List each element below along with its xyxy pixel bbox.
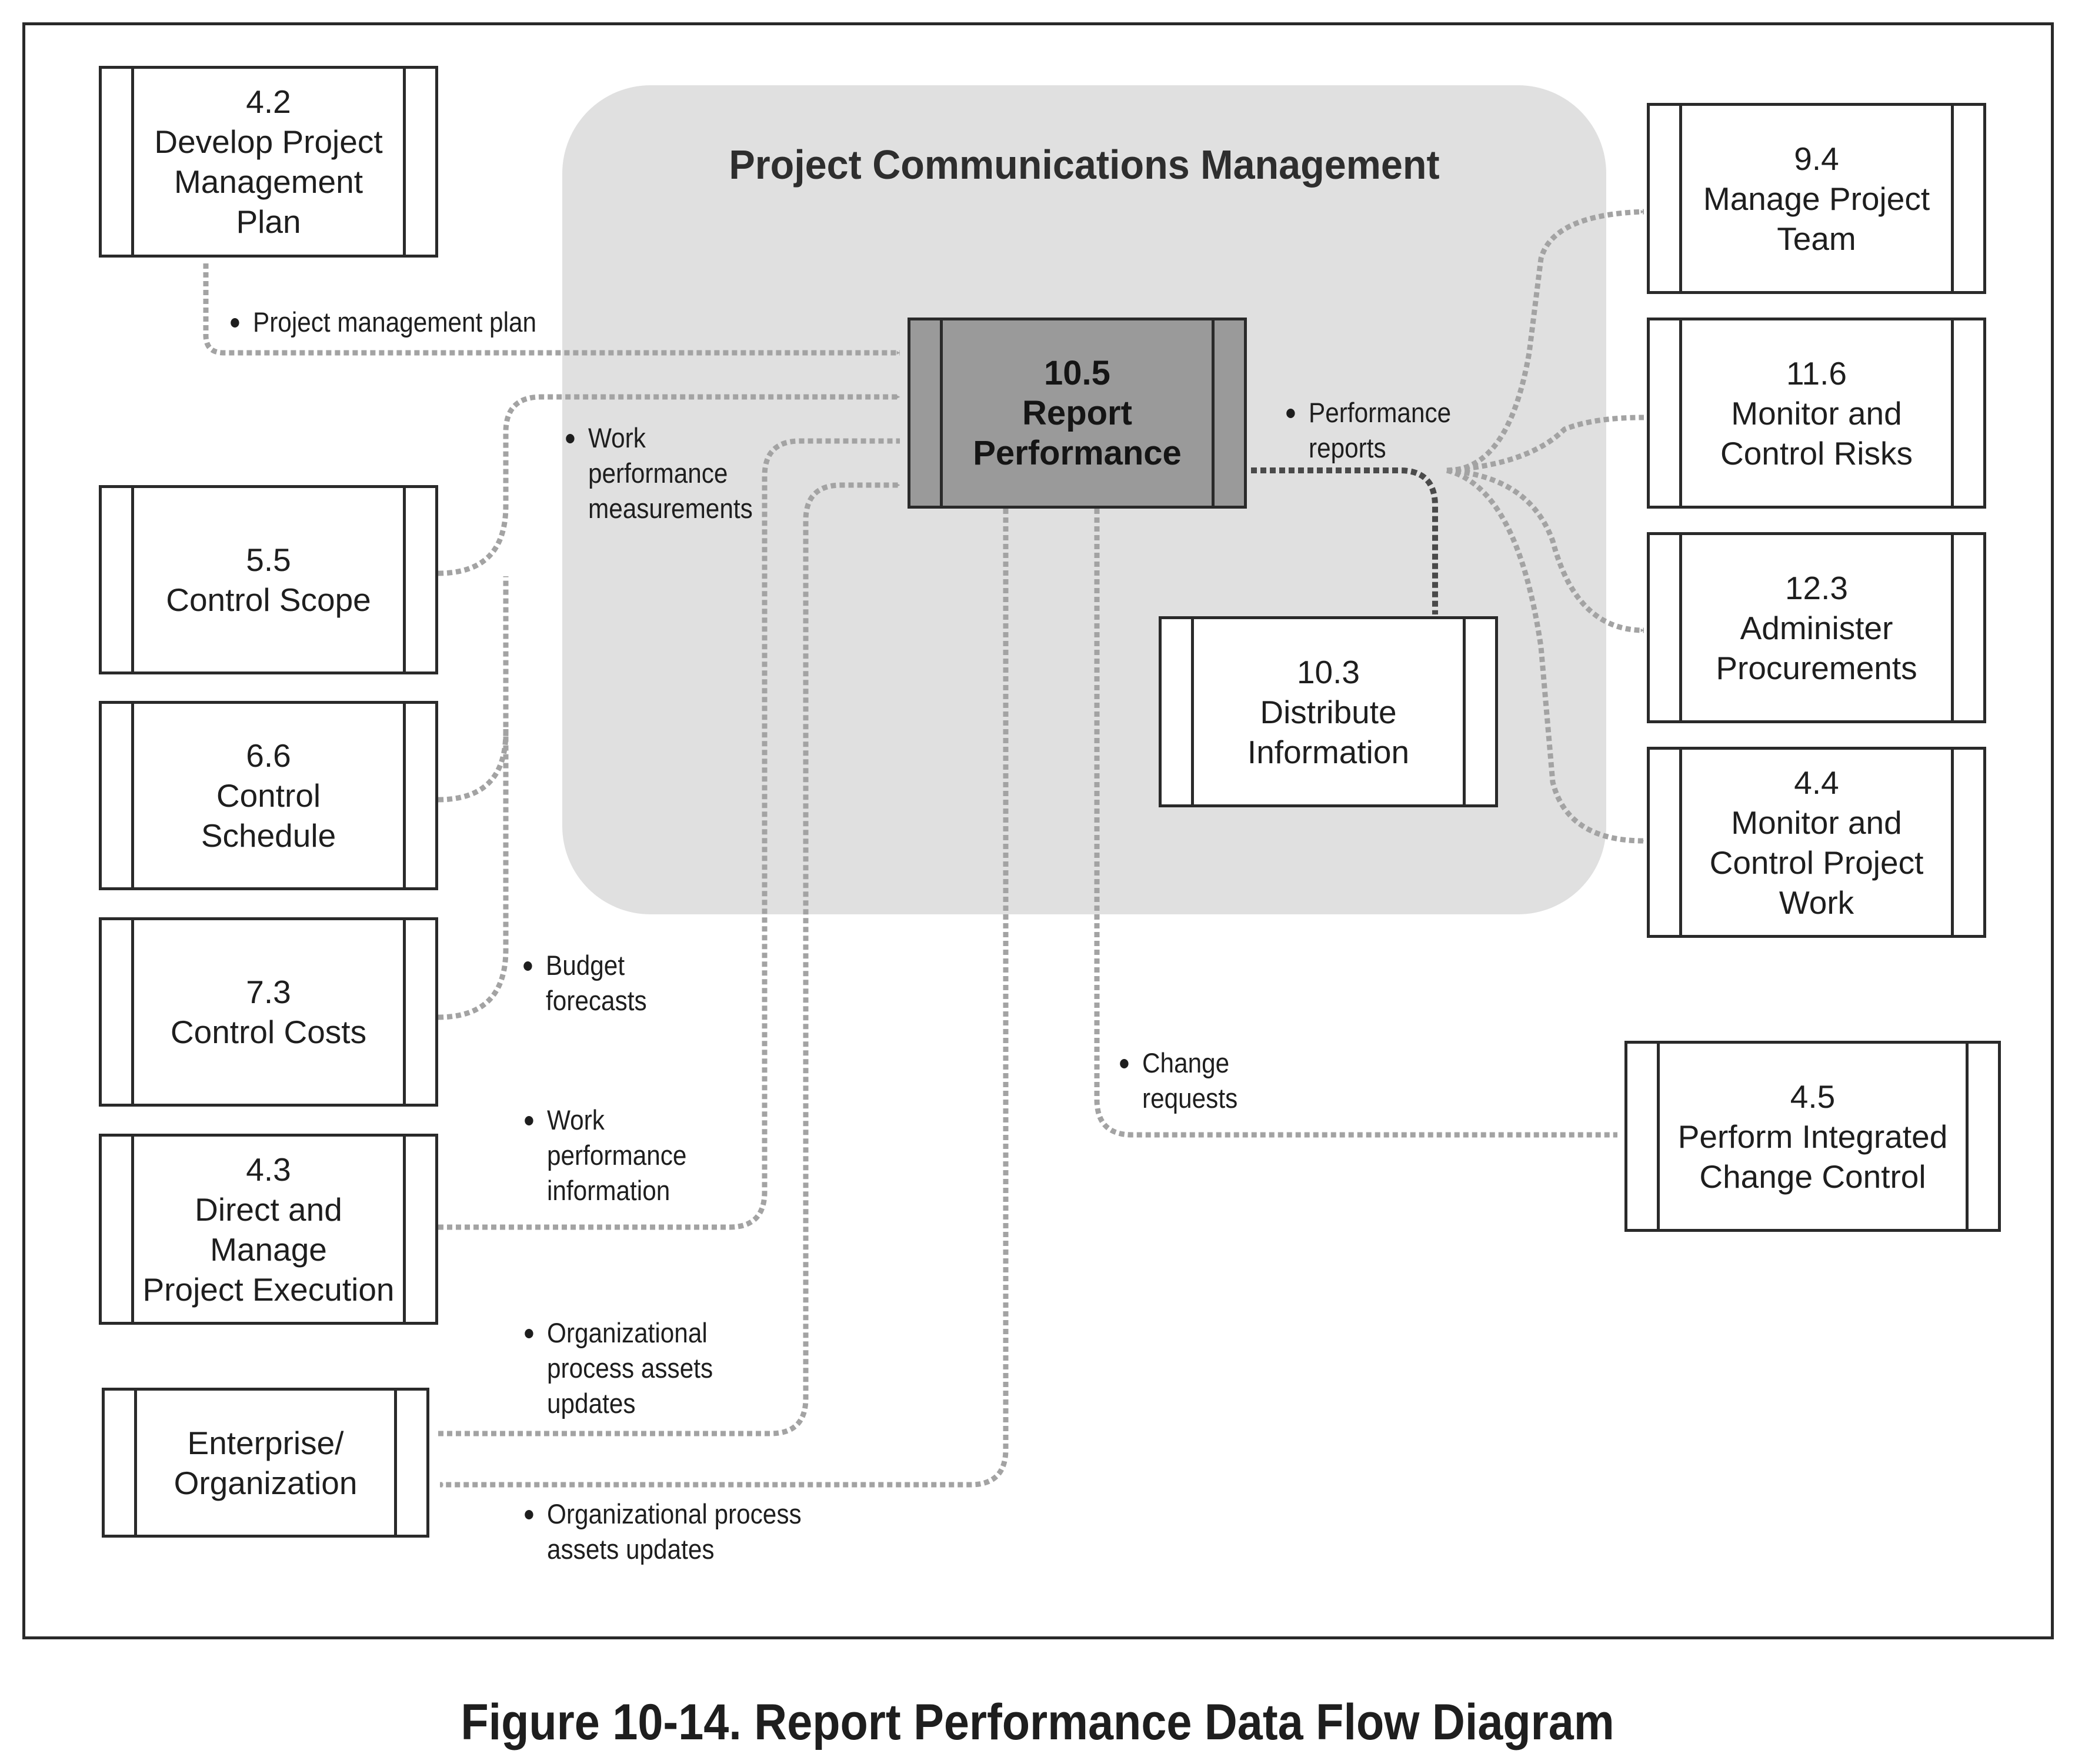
process-name: Project Execution xyxy=(142,1271,395,1308)
figure-frame xyxy=(22,22,2054,1639)
process-7-3: 7.3 Control Costs xyxy=(99,917,438,1107)
flow-control-scope xyxy=(438,394,900,576)
process-number: 4.5 xyxy=(1790,1078,1836,1115)
process-number: 11.6 xyxy=(1786,355,1847,392)
process-name: Monitor and xyxy=(1731,395,1902,432)
process-10-5: 10.5 Report Performance xyxy=(908,318,1247,509)
flow-to-11-6 xyxy=(1446,415,1644,473)
flow-enterprise-in xyxy=(438,482,900,1436)
process-name: Team xyxy=(1777,220,1856,257)
process-6-6: 6.6 Control Schedule xyxy=(99,701,438,890)
process-name: Control Scope xyxy=(166,582,371,618)
label-work-performance-information: Work performance information xyxy=(525,1102,686,1208)
label-opa-updates-out: Organizational process assets updates xyxy=(525,1496,802,1567)
flow-control-schedule xyxy=(438,576,509,803)
process-name: Direct and xyxy=(195,1191,342,1228)
flow-opa-out xyxy=(439,509,1009,1488)
process-11-6: 11.6 Monitor and Control Risks xyxy=(1647,318,1986,509)
figure-caption: Figure 10-14. Report Performance Data Fl… xyxy=(461,1694,1614,1750)
process-name: Develop Project xyxy=(154,123,383,160)
flow-to-12-3 xyxy=(1446,467,1644,633)
process-12-3: 12.3 Administer Procurements xyxy=(1647,532,1986,723)
process-name: Management xyxy=(174,163,363,200)
process-name: Performance xyxy=(973,433,1182,472)
process-number: 7.3 xyxy=(246,974,291,1010)
process-name: Control Project xyxy=(1709,844,1924,881)
bullet-icon xyxy=(523,961,532,971)
process-9-4: 9.4 Manage Project Team xyxy=(1647,103,1986,294)
process-number: 6.6 xyxy=(246,737,291,774)
bullet-icon xyxy=(1286,409,1295,418)
process-number: 9.4 xyxy=(1794,140,1839,177)
process-name: Control xyxy=(216,777,321,814)
process-name: Information xyxy=(1247,733,1410,770)
flow-pm-plan xyxy=(203,263,900,356)
process-4-3: 4.3 Direct and Manage Project Execution xyxy=(99,1134,438,1325)
process-number: 10.5 xyxy=(1044,353,1110,392)
label-opa-updates-in: Organizational process assets updates xyxy=(525,1315,713,1421)
flow-wpi xyxy=(438,438,900,1230)
flow-to-4-4 xyxy=(1446,467,1644,844)
bullet-icon xyxy=(231,318,239,328)
process-number: 4.3 xyxy=(246,1151,291,1188)
process-name: Work xyxy=(1779,884,1854,921)
process-name: Schedule xyxy=(201,817,336,854)
process-number: 4.4 xyxy=(1794,764,1839,801)
bullet-icon xyxy=(566,434,575,443)
process-name: Plan xyxy=(236,203,301,240)
process-number: 4.2 xyxy=(246,83,291,120)
process-4-4: 4.4 Monitor and Control Project Work xyxy=(1647,747,1986,938)
label-project-management-plan: Project management plan xyxy=(231,305,536,340)
label-performance-reports: Performance reports xyxy=(1286,395,1451,466)
bullet-icon xyxy=(525,1116,533,1125)
flow-control-costs xyxy=(438,729,509,1020)
process-5-5: 5.5 Control Scope xyxy=(99,485,438,674)
process-number: 5.5 xyxy=(246,542,291,578)
flow-change-requests xyxy=(1094,509,1618,1138)
label-change-requests: Change requests xyxy=(1120,1045,1237,1116)
process-name: Change Control xyxy=(1699,1158,1926,1195)
region-title: Project Communications Management xyxy=(729,142,1440,188)
process-name: Control Costs xyxy=(170,1014,367,1050)
process-10-3: 10.3 Distribute Information xyxy=(1159,616,1498,807)
entity-name: Organization xyxy=(174,1464,358,1501)
process-4-5: 4.5 Perform Integrated Change Control xyxy=(1624,1041,2001,1232)
bullet-icon xyxy=(525,1510,533,1519)
entity-name: Enterprise/ xyxy=(187,1424,344,1461)
process-name: Procurements xyxy=(1716,649,1917,686)
process-number: 12.3 xyxy=(1784,569,1849,606)
process-name: Manage xyxy=(210,1231,327,1268)
flow-performance-reports xyxy=(1251,467,1438,615)
entity-enterprise-organization: Enterprise/ Organization xyxy=(102,1388,429,1538)
process-number: 10.3 xyxy=(1296,653,1360,690)
bullet-icon xyxy=(1120,1059,1129,1068)
process-4-2: 4.2 Develop Project Management Plan xyxy=(99,66,438,258)
label-work-performance-measurements: Work performance measurements xyxy=(566,420,753,526)
process-name: Report xyxy=(1022,393,1132,432)
process-name: Monitor and xyxy=(1731,804,1902,841)
process-name: Control Risks xyxy=(1720,435,1913,472)
process-name: Manage Project xyxy=(1703,180,1930,217)
process-name: Administer xyxy=(1740,609,1893,646)
bullet-icon xyxy=(525,1329,533,1338)
label-budget-forecasts: Budget forecasts xyxy=(523,948,647,1018)
flow-to-9-4 xyxy=(1446,209,1644,473)
process-name: Distribute xyxy=(1260,693,1397,730)
process-name: Perform Integrated xyxy=(1677,1118,1948,1155)
